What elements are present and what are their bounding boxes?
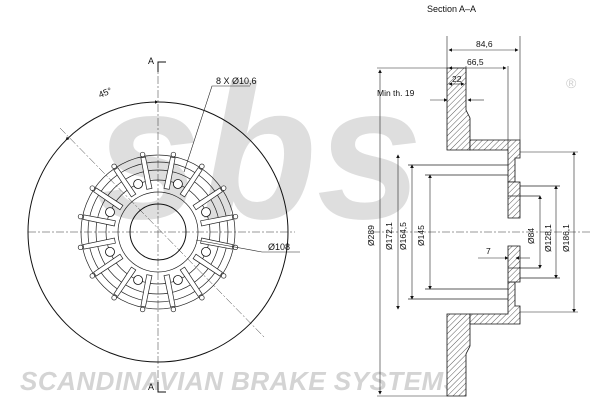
cooling-vane [89,185,124,211]
disc-hat-inner [95,169,221,295]
hat-wall-upper [469,139,521,183]
diagonal-center-line [59,127,266,339]
dia-289-label: Ø289 [366,225,376,246]
dim-22-label: 22 [452,74,462,84]
min-thickness-label: Min th. 19 [377,88,415,98]
bolt-holes [105,179,211,285]
dim-84-6-label: 84,6 [476,39,493,49]
pcd-leader [195,239,300,253]
angle-arc [65,100,159,141]
disc-hat-outer [80,154,236,310]
bolt-hole [105,246,115,257]
cooling-vane [89,253,124,279]
cooling-vane [192,253,227,279]
dia-84-label: Ø84 [526,228,536,244]
bolt-hole [172,275,183,285]
flange-lower [507,245,521,283]
section-title: Section A–A [427,4,476,14]
cooling-vane [111,163,137,198]
bolt-hole [133,275,144,285]
section-marker-bottom: A [148,382,154,392]
section-marker-bottom-arrow [157,382,166,393]
section-view: Section A–A Ø289 Ø172,1 Ø164,5 [366,4,590,397]
friction-ring-lower [446,313,471,397]
section-marker-top-arrow [157,61,166,72]
bolt-hole [201,207,211,218]
cooling-vane [77,213,116,227]
cooling-vanes [77,151,239,313]
dia-145-label: Ø145 [416,225,426,246]
dia-164-5-label: Ø164,5 [398,222,408,250]
bolt-hole [172,179,183,189]
center-bore [129,203,187,261]
cooling-vane [163,274,177,313]
bolt-circle [105,179,211,285]
disc-hat-ring [87,161,229,303]
hub-outer [117,191,199,273]
cooling-vane [111,266,137,301]
hat-wall-lower [469,281,521,325]
section-marker-top: A [148,56,154,66]
watermark: sbs ® SCANDINAVIAN BRAKE SYSTEMS [20,47,577,396]
holes-leader [183,85,250,173]
dim-66-5-label: 66,5 [467,57,484,67]
watermark-company-name: SCANDINAVIAN BRAKE SYSTEMS [20,366,462,396]
dia-128-1-label: Ø128,1 [543,224,553,252]
bolt-hole [105,207,115,218]
registered-mark: ® [566,75,577,91]
holes-label: 8 X Ø10,6 [216,76,257,86]
front-view: 45° 8 X Ø10,6 Ø108 A A [27,56,300,393]
watermark-logo: sbs [95,47,422,259]
pcd-label: Ø108 [268,242,290,252]
cooling-vane [163,151,177,190]
cooling-vane [200,213,239,227]
dim-7-label: 7 [486,246,491,256]
angle-label: 45° [97,85,114,100]
dia-172-1-label: Ø172,1 [384,222,394,250]
cooling-vane [192,185,227,211]
cooling-vane [179,266,205,301]
bolt-hole [133,179,144,189]
bolt-hole [201,246,211,257]
cooling-vane [179,163,205,198]
cooling-vane [77,237,116,251]
dia-186-1-label: Ø186,1 [561,224,571,252]
flange-upper [507,181,521,219]
cooling-vane [139,274,153,313]
cooling-vane [139,151,153,190]
